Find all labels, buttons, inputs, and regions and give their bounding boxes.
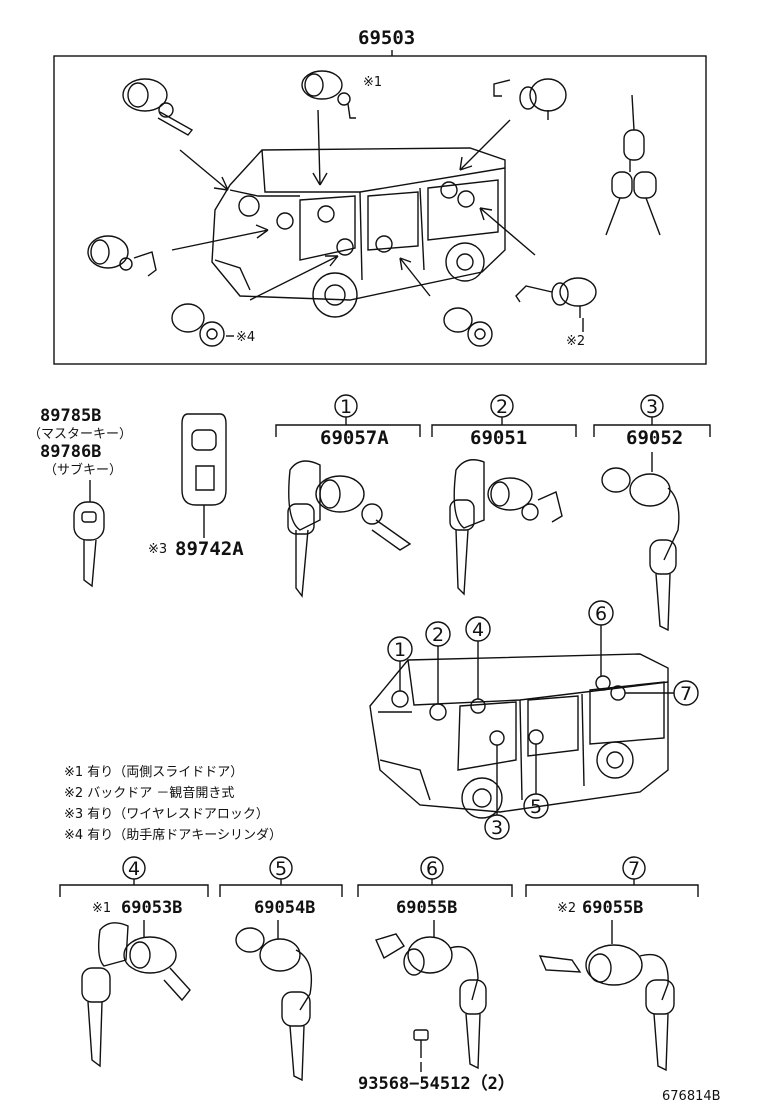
group-2-part-number: 69051 [470, 427, 527, 449]
legend-note-4: ※4 有り（助手席ドアキーシリンダ） [64, 827, 282, 843]
lock-cylinder-icon [301, 70, 356, 119]
diagram-id: 676814B [662, 1089, 721, 1104]
svg-text:6: 6 [595, 603, 607, 625]
group-3-part-number: 69052 [626, 427, 683, 449]
lock-cylinder-icon [538, 920, 675, 1072]
legend-note-3: ※3 有り（ワイヤレスドアロック） [64, 807, 269, 822]
group-1-number: 1 [340, 396, 352, 418]
remote-part-number: 89742A [175, 538, 244, 560]
svg-text:1: 1 [394, 639, 406, 661]
screw-icon [413, 1029, 429, 1072]
van-callout-illustration [369, 653, 669, 819]
group-7-bracket [525, 884, 699, 897]
legend-note-2: ※2 バックドア －観音開き式 [64, 785, 234, 801]
key-set-icon [605, 94, 661, 236]
master-key-label: （マスターキー） [28, 427, 132, 442]
note-1-marker: ※1 [363, 75, 382, 90]
assembly-frame [53, 55, 707, 365]
group-6-part-number: 69055B [396, 898, 457, 918]
group-6-bracket [357, 884, 513, 897]
group-4-bracket [59, 884, 209, 897]
group-7-number: 7 [628, 858, 640, 880]
lock-cylinder-icon [515, 277, 597, 318]
group-6-number: 6 [426, 858, 438, 880]
svg-text:4: 4 [472, 619, 484, 641]
lock-cylinder-icon [375, 920, 487, 1070]
lock-cylinder-icon [443, 307, 493, 347]
note-2-marker: ※2 [566, 334, 585, 349]
lock-cylinder-icon [171, 303, 225, 347]
remote-note-marker: ※3 [148, 542, 167, 557]
group-1-part-number: 69057A [320, 427, 389, 449]
lock-cylinder-icon [235, 920, 313, 1082]
group-5-bracket [219, 884, 343, 897]
group-3-number: 3 [646, 396, 658, 418]
group-1-bracket [275, 424, 421, 437]
group-4-number: 4 [128, 858, 140, 880]
group-7-part-number: 69055B [582, 898, 643, 918]
group-4-part-number: 69053B [121, 898, 182, 918]
assembly-arrows [171, 109, 536, 301]
lock-cylinder-icon [287, 460, 412, 598]
screw-part-number: 93568−54512（2） [358, 1073, 515, 1094]
group-4-note: ※1 [92, 901, 111, 916]
group-5-part-number: 69054B [254, 898, 315, 918]
group-5-number: 5 [275, 858, 287, 880]
group-7-note: ※2 [557, 901, 576, 916]
master-key-part-number: 89785B [40, 406, 101, 426]
assembly-part-number: 69503 [358, 27, 415, 49]
lock-cylinder-icon [87, 235, 157, 277]
svg-text:2: 2 [432, 624, 444, 646]
sub-key-label: （サブキー） [44, 462, 122, 478]
group-2-number: 2 [496, 396, 508, 418]
legend-note-1: ※1 有り（両側スライドドア） [64, 765, 243, 780]
lock-cylinder-icon [122, 78, 194, 136]
svg-text:5: 5 [530, 796, 542, 818]
lock-cylinder-icon [601, 452, 680, 632]
lock-cylinder-icon [81, 920, 191, 1068]
sub-key-part-number: 89786B [40, 442, 101, 462]
note-4-marker: ※4 [236, 330, 255, 345]
key-icon [73, 501, 105, 588]
svg-text:3: 3 [491, 817, 503, 839]
remote-fob-icon [181, 413, 227, 506]
van-callouts: 1 2 4 3 5 6 7 [387, 600, 699, 840]
van-top-illustration [211, 147, 506, 318]
svg-text:7: 7 [680, 683, 692, 705]
group-2-bracket [431, 424, 577, 437]
lock-cylinder-icon [493, 78, 567, 120]
lock-cylinder-icon [449, 459, 563, 596]
